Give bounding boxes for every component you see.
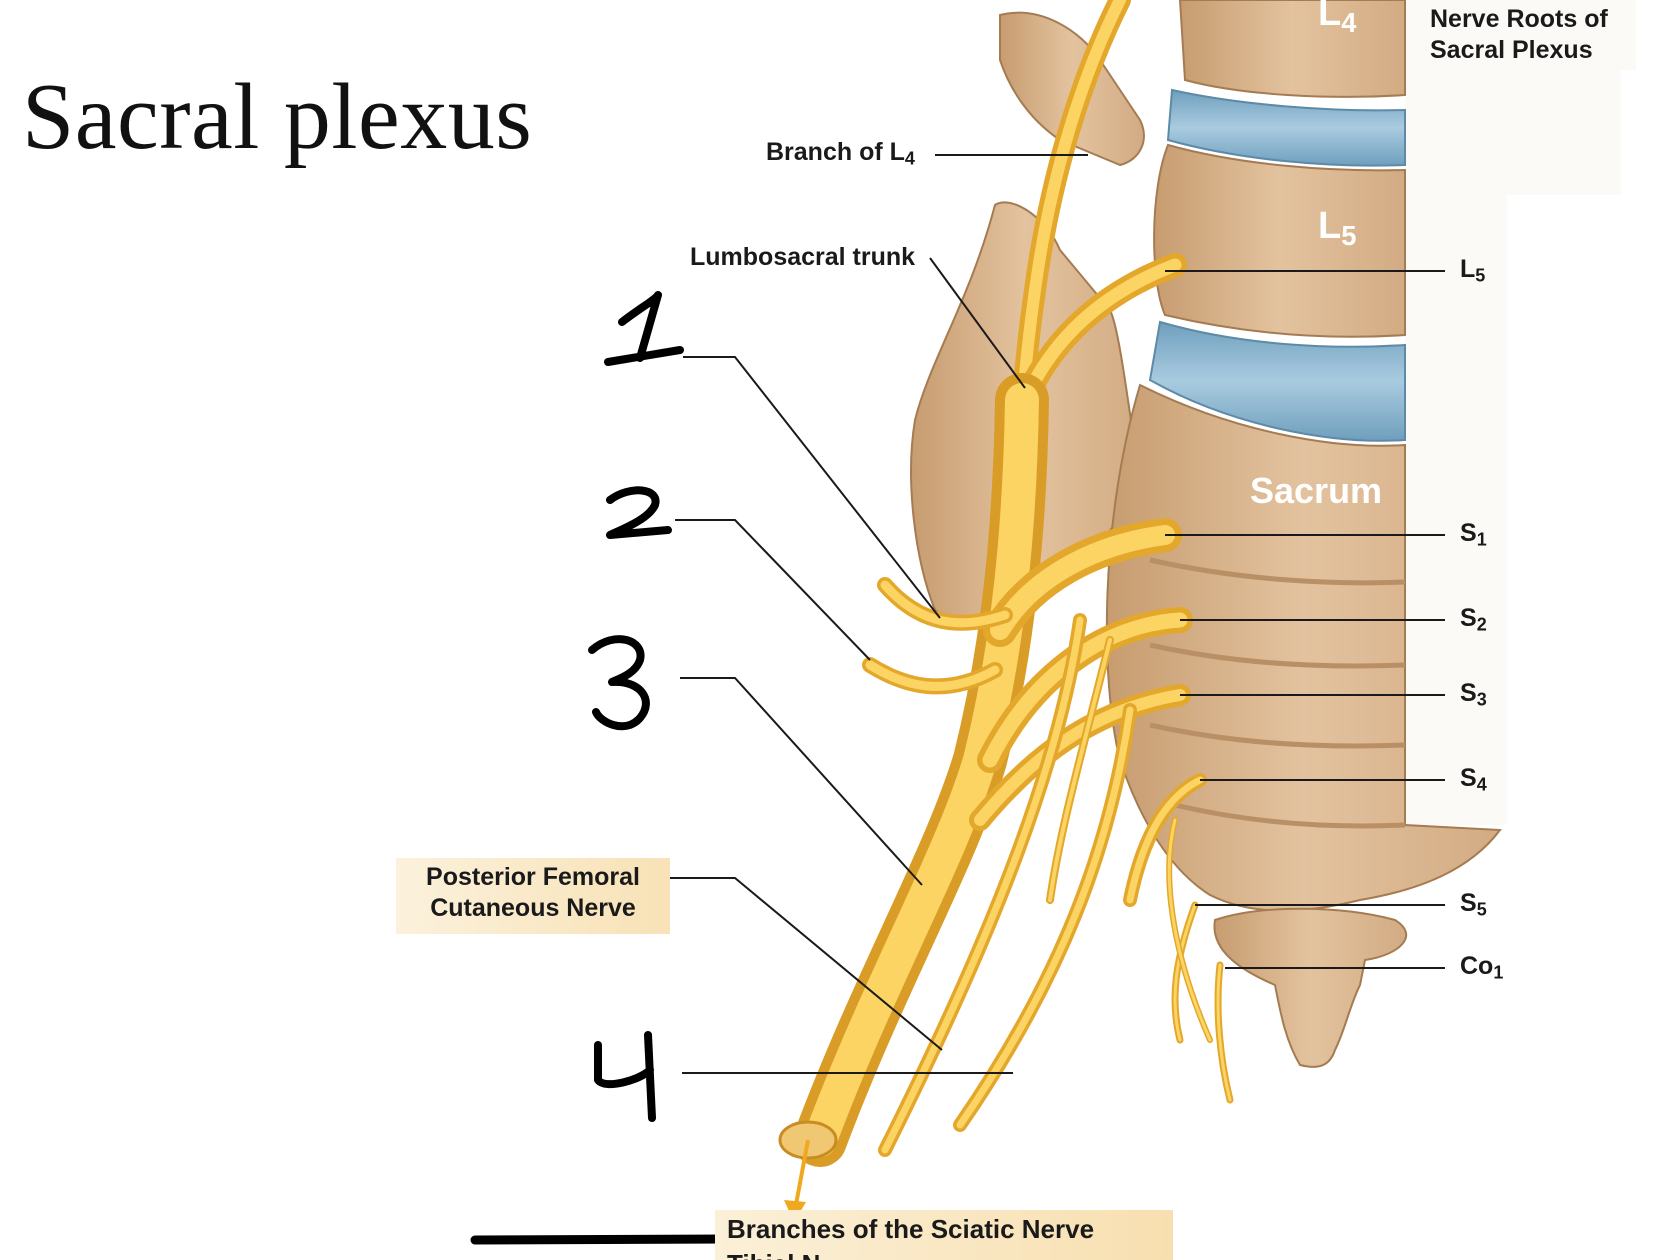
root-label-l5-sub: 5: [1475, 265, 1486, 286]
sciatic-branches-line1: Branches of the Sciatic Nerve: [727, 1214, 1095, 1244]
sciatic-arrow: [793, 1139, 810, 1211]
label-vertebra-l4: L4: [1318, 0, 1356, 38]
sciatic-branches-line2: Tibial N...: [727, 1249, 1173, 1260]
root-label-s3: S3: [1460, 679, 1487, 710]
root-label-co1: Co1: [1460, 952, 1503, 983]
handwritten-numbers: [588, 291, 684, 1122]
label-vertebra-l4-sub: 4: [1341, 6, 1357, 38]
label-sacrum: Sacrum: [1250, 470, 1383, 511]
leader-lines: [670, 154, 1445, 1074]
page-title: Sacral plexus: [22, 65, 533, 169]
hand-number-4: [594, 1031, 656, 1122]
hand-number-3: [588, 635, 650, 731]
root-label-s4-text: S: [1460, 764, 1477, 792]
hand-number-2: [606, 486, 672, 539]
root-label-s3-text: S: [1460, 679, 1477, 707]
root-label-l5-text: L: [1460, 255, 1476, 283]
sacral-ridge: [1149, 642, 1406, 669]
vertebra-l4: [1178, 0, 1406, 98]
intervertebral-disc-lower: [1148, 320, 1406, 442]
nerve-roots-header: Nerve Roots of Sacral Plexus: [1412, 0, 1636, 70]
root-label-s4-sub: 4: [1476, 774, 1487, 795]
label-vertebra-l5-text: L: [1318, 205, 1342, 247]
label-lumbosacral-trunk: Lumbosacral trunk: [690, 243, 916, 271]
root-label-s5-text: S: [1460, 889, 1477, 917]
sacral-ridge: [1149, 722, 1406, 749]
label-vertebra-l4-text: L: [1318, 0, 1342, 34]
nerve-bundle: [793, 0, 1234, 1167]
root-label-s2-sub: 2: [1476, 614, 1487, 635]
root-label-s1-text: S: [1460, 519, 1477, 547]
label-vertebra-l5: L5: [1318, 205, 1356, 251]
root-label-s2-text: S: [1460, 604, 1477, 632]
root-label-l5: L5: [1460, 255, 1485, 286]
posterior-femoral-line1: Posterior Femoral: [426, 863, 640, 891]
root-label-s1: S1: [1460, 519, 1487, 550]
sciatic-branches-label: Branches of the Sciatic Nerve Tibial N..…: [715, 1210, 1173, 1260]
root-label-s5: S5: [1460, 889, 1487, 920]
nerve-roots-header-line1: Nerve Roots of: [1430, 5, 1608, 33]
root-label-s5-sub: 5: [1476, 899, 1487, 920]
nerve-roots-header-line2: Sacral Plexus: [1430, 36, 1593, 65]
label-vertebra-l5-sub: 5: [1341, 219, 1357, 251]
label-branch-l4-text: Branch of L: [766, 138, 905, 166]
label-branch-l4-sub: 4: [904, 148, 915, 169]
root-label-s2: S2: [1460, 604, 1487, 635]
posterior-femoral-line2: Cutaneous Nerve: [430, 894, 636, 923]
root-label-co1-text: Co: [1460, 952, 1494, 980]
sacral-ridge: [1149, 557, 1406, 586]
root-label-s1-sub: 1: [1476, 529, 1487, 550]
posterior-femoral-cutaneous-label: Posterior Femoral Cutaneous Nerve: [396, 858, 670, 934]
hand-number-1: [618, 291, 662, 362]
sacral-ridge: [1174, 802, 1406, 829]
root-label-s4: S4: [1460, 764, 1487, 795]
root-label-panel: [1405, 195, 1507, 825]
hand-number-1-base: [604, 346, 684, 366]
vertebra-l5: [1153, 143, 1406, 338]
coccyx-bone: [1213, 907, 1408, 1068]
root-label-co1-sub: 1: [1493, 962, 1504, 983]
label-branch-l4: Branch of L4: [766, 138, 915, 169]
intervertebral-disc-upper: [1166, 88, 1406, 167]
root-label-s3-sub: 3: [1476, 689, 1487, 710]
